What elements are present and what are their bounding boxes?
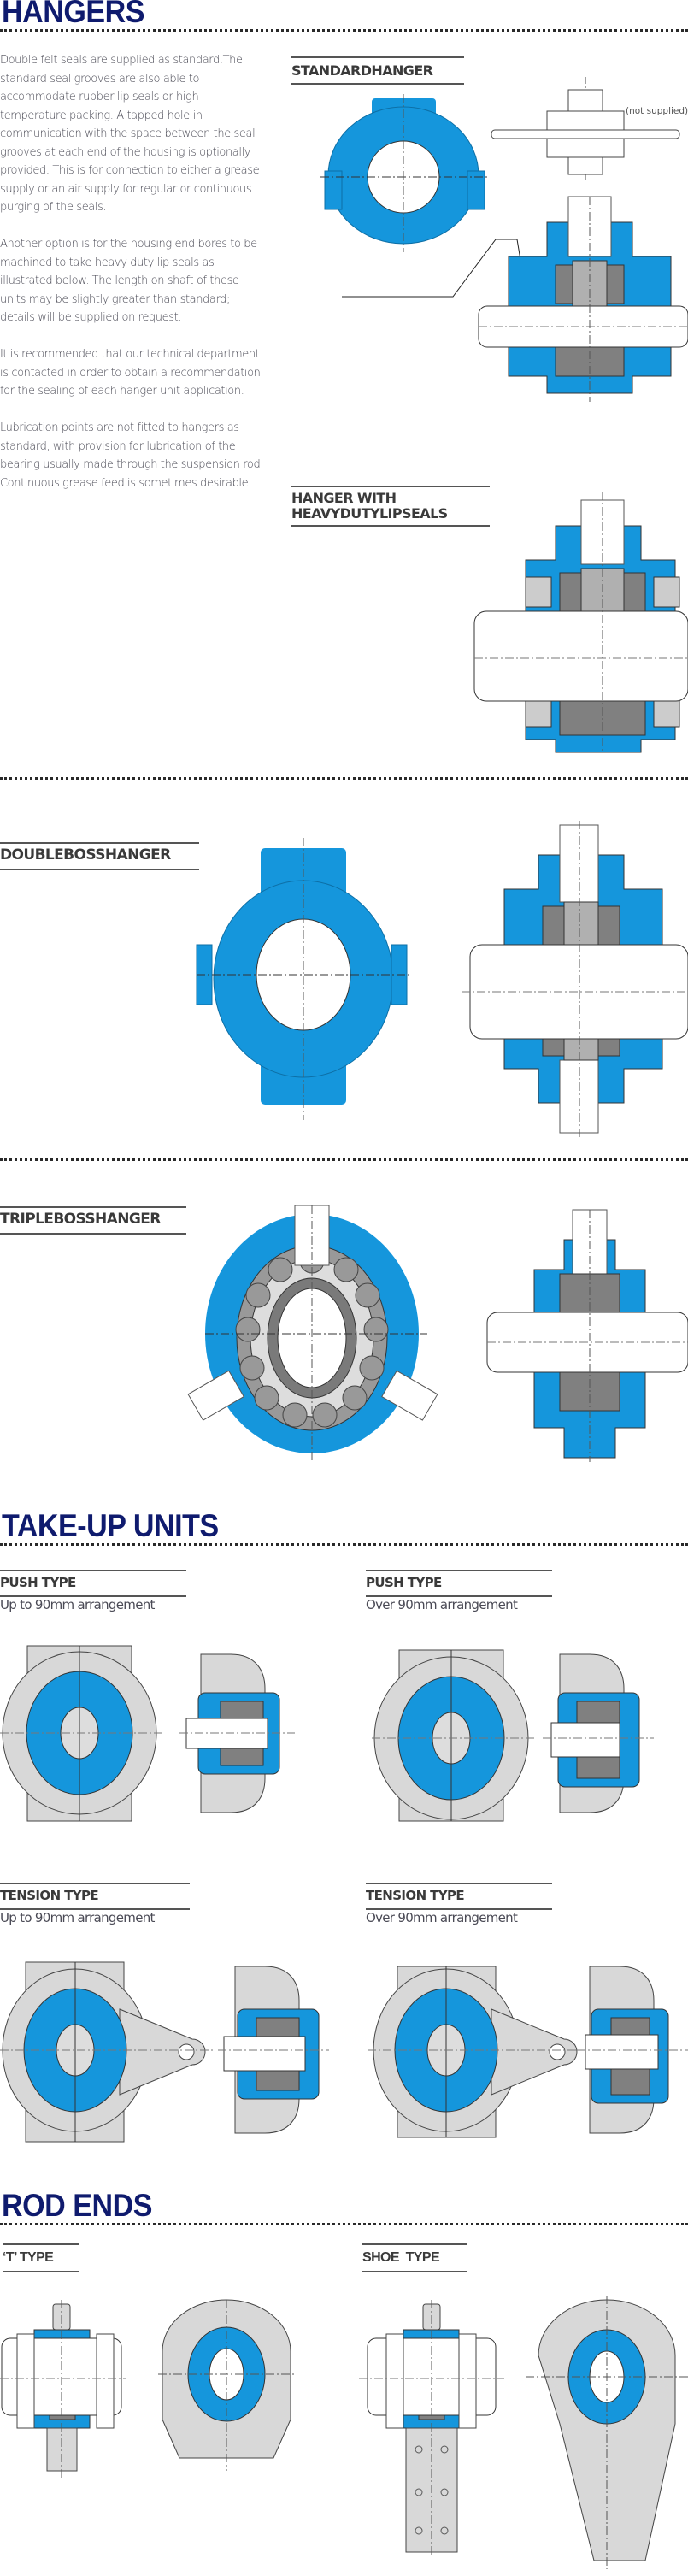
section-title-take-up-units: TAKE-UP UNITS (2, 1508, 219, 1543)
section-title-hangers: HANGERS (2, 0, 145, 29)
hangers-description: Double felt seals are supplied as standa… (0, 51, 265, 511)
not-supplied-note: (not supplied) (626, 106, 688, 116)
section-divider (0, 2223, 688, 2225)
push-type-over-90-figure (372, 1649, 654, 1822)
triple-boss-end-view-figure (187, 1205, 438, 1462)
shoe-type-rod-end-section-view (359, 2300, 504, 2556)
suspension-rod-nut-assembly-figure (491, 77, 680, 180)
section-divider (0, 1158, 688, 1161)
label-push-type-over-90: PUSH TYPE (366, 1570, 552, 1598)
hangers-paragraph-4: Lubrication points are not fitted to han… (0, 421, 264, 490)
label-triple-boss-hanger: TRIPLEBOSSHANGER (0, 1206, 186, 1235)
label-tension-type-over-90: TENSION TYPE (366, 1883, 552, 1911)
label-line-2: HEAVYDUTYLIPSEALS (291, 505, 448, 522)
label-line-1: HANGER WITH (291, 490, 397, 506)
caption-push-type-over-90: Over 90mm arrangement (366, 1597, 518, 1612)
hangers-paragraph-3: It is recommended that our technical dep… (0, 348, 261, 398)
label-standard-hanger: STANDARDHANGER (291, 56, 464, 85)
heavy-duty-lip-seal-section-figure (473, 492, 688, 753)
tension-type-over-90-figure (368, 1966, 688, 2138)
double-boss-section-view-figure (462, 821, 688, 1137)
label-t-type: ‘T’ TYPE (3, 2243, 79, 2273)
t-type-rod-end-section-figure (0, 2300, 126, 2479)
hangers-paragraph-2: Another option is for the housing end bo… (0, 238, 257, 324)
caption-tension-type-over-90: Over 90mm arrangement (366, 1910, 518, 1925)
section-divider (0, 777, 688, 780)
tension-type-up-to-90-figure (0, 1961, 329, 2143)
label-shoe-type: SHOE TYPE (362, 2243, 467, 2273)
hangers-paragraph-1: Double felt seals are supplied as standa… (0, 54, 260, 214)
label-tension-type-up-to-90: TENSION TYPE (0, 1883, 190, 1911)
triple-boss-section-view-figure (486, 1209, 688, 1462)
label-push-type-up-to-90: PUSH TYPE (0, 1570, 186, 1598)
section-divider (0, 1543, 688, 1546)
push-type-up-to-90-figure (0, 1645, 295, 1822)
shoe-type-rod-end-front-figure (526, 2296, 688, 2569)
standard-hanger-section-view-figure (478, 196, 688, 402)
shoe-type-rod-end-section-figure (239, 2300, 333, 2556)
label-double-boss-hanger: DOUBLEBOSSHANGER (0, 842, 199, 870)
caption-tension-type-up-to-90: Up to 90mm arrangement (0, 1910, 155, 1925)
double-boss-end-view-figure (196, 838, 410, 1120)
standard-hanger-end-view-figure (320, 94, 487, 252)
label-heavy-duty-lip-seals: HANGER WITH HEAVYDUTYLIPSEALS (291, 486, 490, 527)
caption-push-type-up-to-90: Up to 90mm arrangement (0, 1597, 155, 1612)
section-title-rod-ends: ROD ENDS (2, 2188, 153, 2223)
t-type-rod-end-front-figure (158, 2299, 295, 2471)
section-divider (0, 29, 688, 32)
